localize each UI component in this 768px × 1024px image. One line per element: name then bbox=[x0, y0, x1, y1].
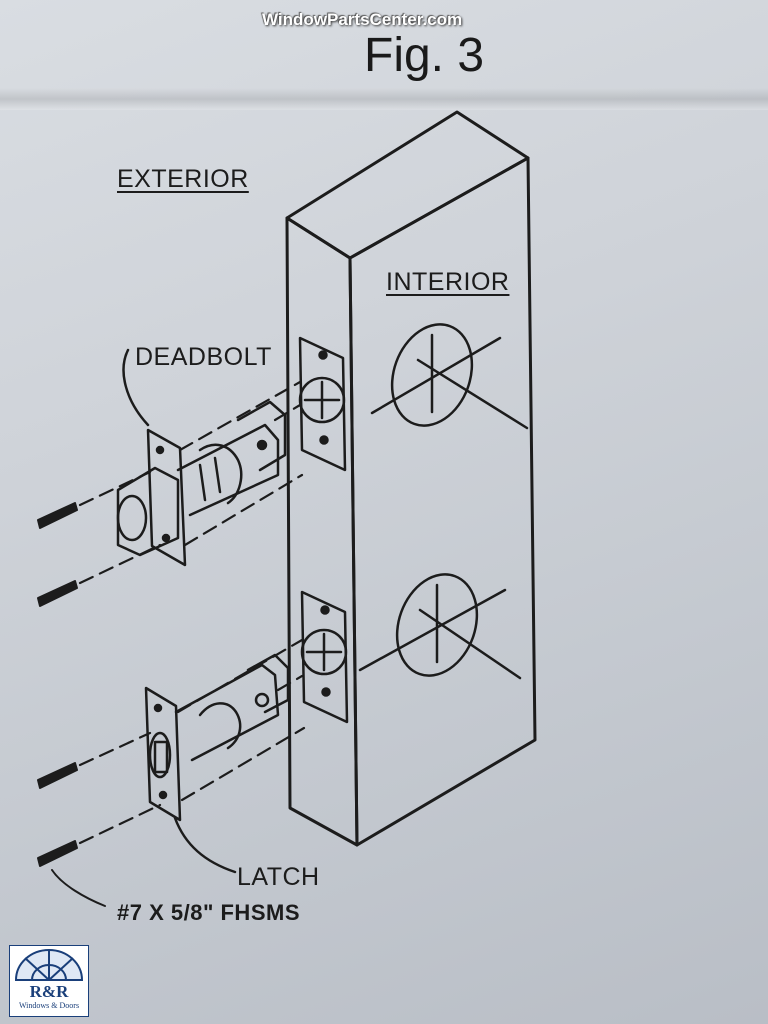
screw-spec-label: #7 X 5/8" FHSMS bbox=[117, 900, 300, 925]
interior-label: INTERIOR bbox=[386, 268, 510, 296]
latch-label: LATCH bbox=[237, 863, 320, 891]
logo-sub-text: Windows & Doors bbox=[18, 1001, 80, 1010]
door-slab bbox=[285, 110, 537, 847]
deadbolt-edge-bore bbox=[298, 336, 347, 472]
deadbolt-assembly bbox=[116, 348, 287, 567]
deadbolt-label: DEADBOLT bbox=[135, 343, 272, 371]
window-arch-icon bbox=[14, 949, 84, 981]
screw-set bbox=[37, 502, 106, 907]
paper-fold bbox=[0, 88, 768, 110]
latch-face-bore bbox=[358, 573, 522, 680]
latch-edge-bore bbox=[300, 590, 349, 724]
rr-logo: R&R Windows & Doors bbox=[9, 945, 89, 1017]
deadbolt-face-bore bbox=[370, 323, 529, 430]
figure-title: Fig. 3 bbox=[364, 29, 485, 82]
alignment-guides bbox=[78, 380, 306, 845]
watermark: WindowPartsCenter.com bbox=[262, 10, 463, 29]
logo-main-text: R&R bbox=[29, 982, 69, 1001]
exterior-label: EXTERIOR bbox=[117, 165, 249, 193]
latch-assembly bbox=[144, 653, 290, 874]
